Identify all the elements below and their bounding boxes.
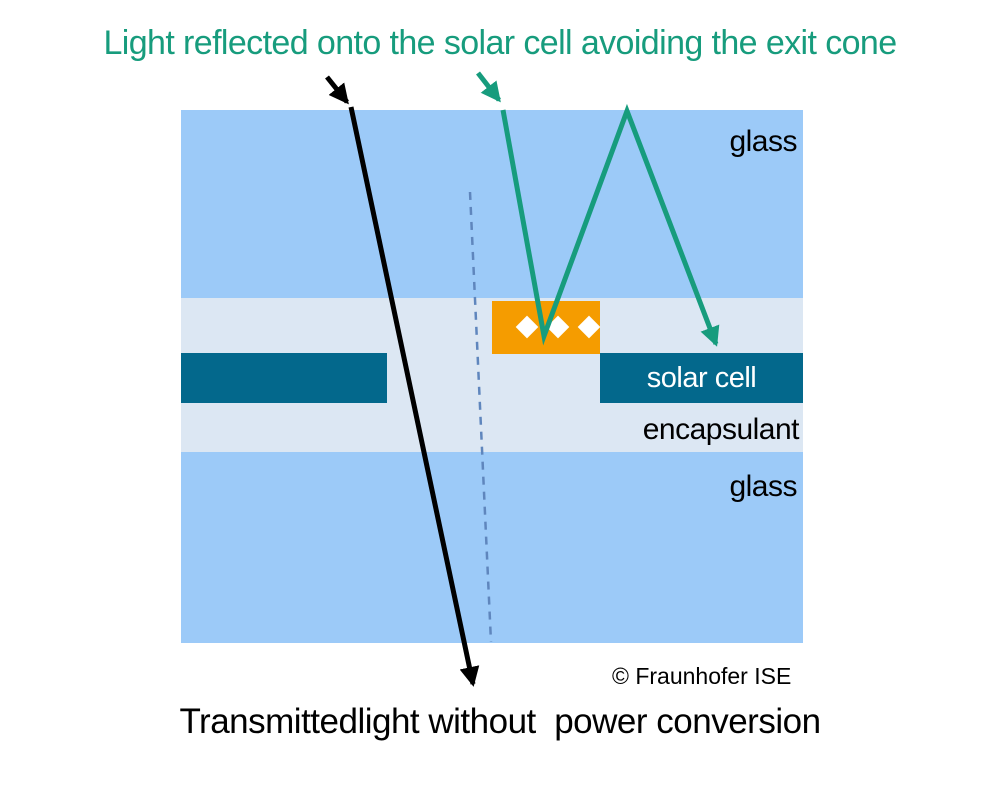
glass-bottom-label: glass bbox=[729, 470, 797, 503]
transmitted-light-caption: Transmittedlight without power conversio… bbox=[179, 702, 821, 741]
module-cross-section: solar cell glass encapsulant glass bbox=[181, 110, 803, 643]
diagram-title: Light reflected onto the solar cell avoi… bbox=[103, 24, 897, 62]
black-incident-ray bbox=[325, 75, 349, 105]
diamond-icon bbox=[577, 315, 601, 339]
diamond-icon bbox=[546, 315, 570, 339]
solar-cell-right: solar cell bbox=[600, 353, 803, 403]
solar-cell-label: solar cell bbox=[646, 361, 757, 394]
copyright-text: © Fraunhofer ISE bbox=[612, 663, 792, 689]
diamond-icon bbox=[515, 315, 539, 339]
green-incident-ray bbox=[476, 71, 501, 103]
reflector-strip bbox=[492, 301, 601, 354]
solar-cell-left bbox=[181, 353, 387, 403]
encapsulant-label: encapsulant bbox=[642, 413, 800, 446]
glass-top-label: glass bbox=[729, 125, 797, 158]
